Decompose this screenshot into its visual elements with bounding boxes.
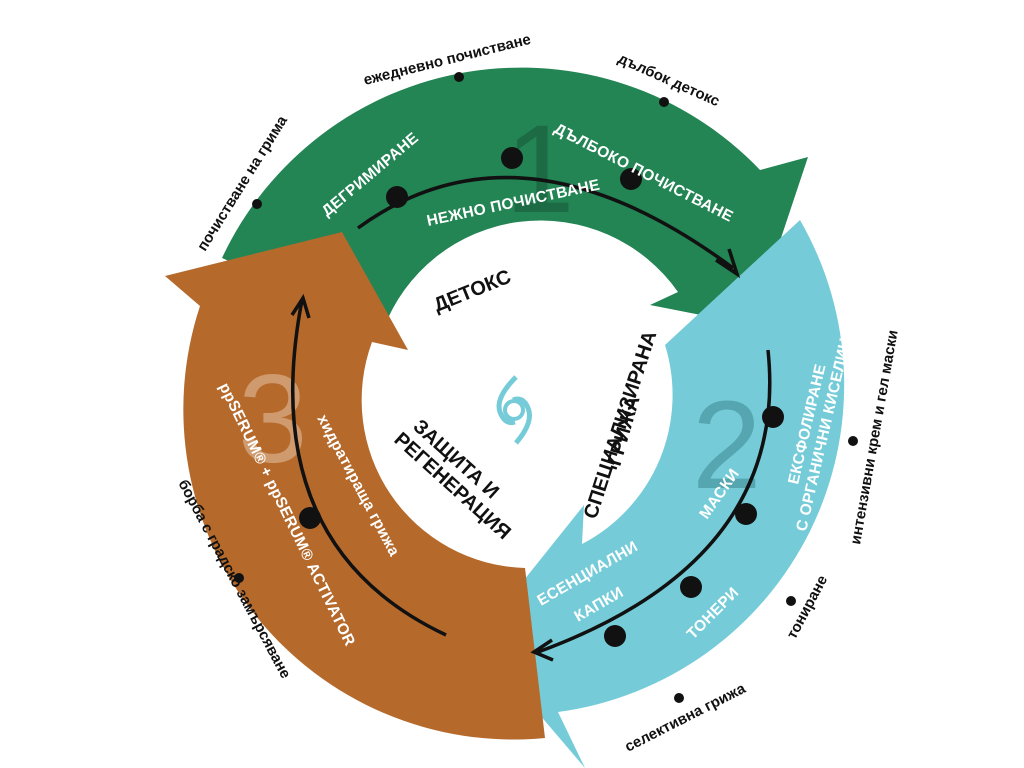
outer-dot xyxy=(252,199,262,209)
outer-dot xyxy=(848,436,858,446)
step-dot xyxy=(762,406,784,428)
phase-3-number: 3 xyxy=(238,350,308,489)
detox-flow-arrowhead xyxy=(715,248,741,279)
step-dot xyxy=(620,168,642,190)
specialized-flow-arrowhead xyxy=(530,638,554,662)
step-dot xyxy=(501,147,523,169)
outer-dot xyxy=(234,573,244,583)
detox-arrow-shape xyxy=(222,67,808,331)
step-dot xyxy=(299,507,321,529)
outer-dot xyxy=(674,693,684,703)
step-dot xyxy=(604,625,626,647)
phase-1-number: 1 xyxy=(505,100,575,239)
step-dot xyxy=(680,576,702,598)
specialized-arrow-shape xyxy=(476,220,845,768)
step-dot xyxy=(735,503,757,525)
69-logo-icon xyxy=(496,375,532,445)
outer-dot xyxy=(786,596,796,606)
step-dot xyxy=(386,186,408,208)
specialized-flow-line xyxy=(537,349,772,654)
outer-label: тониране xyxy=(784,573,832,642)
outer-dot xyxy=(659,97,669,107)
protection-flow-line xyxy=(290,299,447,637)
outer-label: селективна грижа xyxy=(622,680,749,756)
protection-arrow-shape xyxy=(165,232,545,740)
protection-flow-arrowhead xyxy=(290,293,311,319)
phase-1-title: ДЕТОКС xyxy=(431,266,515,317)
outer-dot xyxy=(454,72,464,82)
phase-2-number: 2 xyxy=(692,376,762,515)
